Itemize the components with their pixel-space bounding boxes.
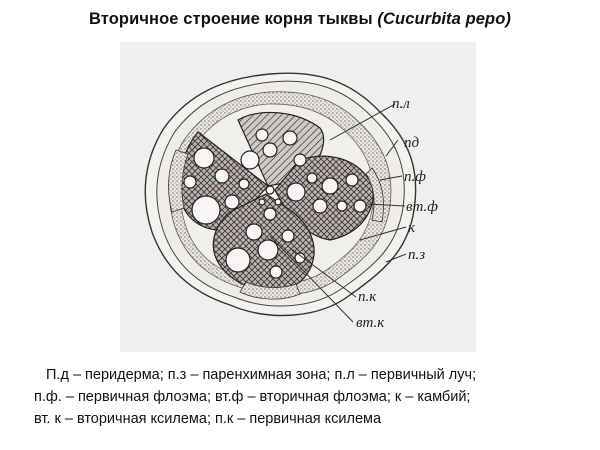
legend: П.д – перидерма; п.з – паренхимная зона;…	[34, 364, 594, 430]
legend-line-2: п.ф. – первичная флоэма; вт.ф – вторична…	[34, 389, 471, 405]
primary-xylem-center	[258, 185, 282, 206]
label-pz: п.з	[408, 247, 425, 263]
label-vtk: вт.к	[356, 315, 385, 331]
secondary-xylem-vessels	[183, 128, 367, 279]
label-pl: п.л	[392, 96, 410, 112]
title-main: Вторичное строение корня тыквы	[88, 10, 373, 28]
label-pd: пд	[404, 135, 420, 151]
label-vtf: вт.ф	[406, 199, 438, 215]
label-k: к	[408, 220, 416, 236]
root-cross-section-diagram: п.л пд п.ф вт.ф к п.з п.к вт.к	[144, 72, 438, 331]
label-pk: п.к	[358, 289, 377, 305]
legend-line-1: П.д – перидерма; п.з – паренхимная зона;…	[46, 367, 477, 383]
page-title: Вторичное строение корня тыквы (Cucurbit…	[0, 10, 600, 29]
label-pf: п.ф	[404, 169, 426, 185]
legend-line-3: вт. к – вторичная ксилема; п.к – первичн…	[34, 411, 382, 427]
title-latin: (Cucurbita pepo)	[377, 10, 512, 28]
callout-leader-lines	[269, 103, 407, 323]
primary-phloem	[168, 149, 384, 300]
